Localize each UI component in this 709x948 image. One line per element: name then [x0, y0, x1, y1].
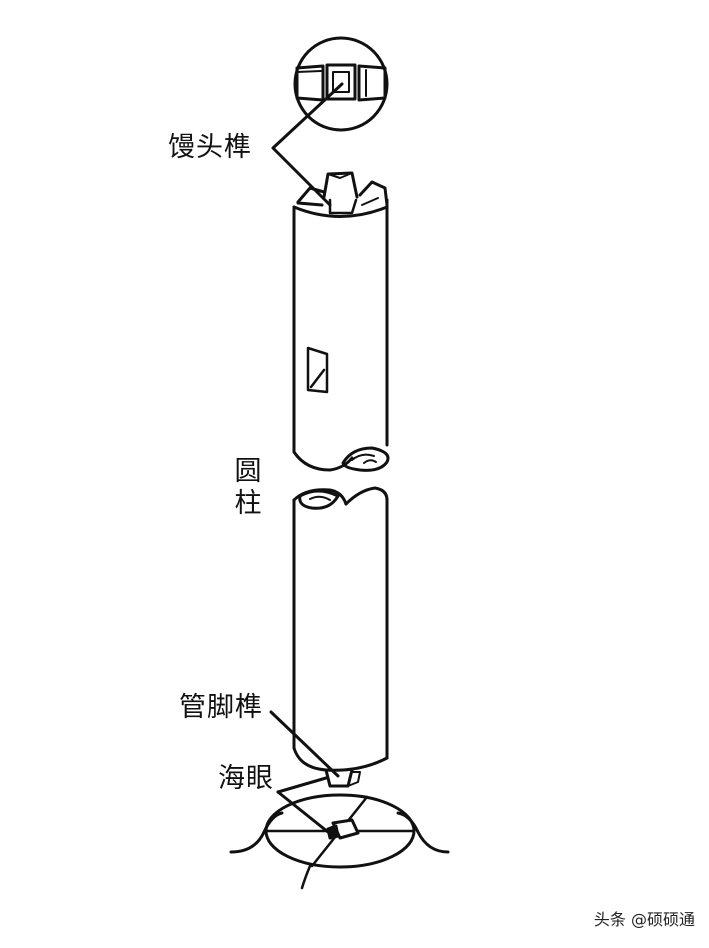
label-mantou-tenon: 馒头榫 — [168, 132, 252, 163]
label-guanjiao-tenon: 管脚榫 — [179, 692, 263, 723]
leader-sea-eye-2 — [276, 790, 335, 838]
leader-mantou — [271, 82, 344, 207]
label-column-line2: 柱 — [234, 488, 262, 519]
leader-guanjiao — [269, 710, 340, 778]
label-column: 圆 柱 — [232, 456, 264, 520]
watermark: 头条 @硕硕通 — [593, 910, 695, 929]
base-stone — [229, 793, 450, 890]
upper-column — [292, 171, 390, 472]
lower-column — [292, 486, 389, 788]
label-sea-eye: 海眼 — [218, 763, 274, 794]
label-column-line1: 圆 — [234, 456, 262, 487]
tenon-detail-circle — [293, 36, 389, 132]
leader-sea-eye — [276, 776, 328, 794]
